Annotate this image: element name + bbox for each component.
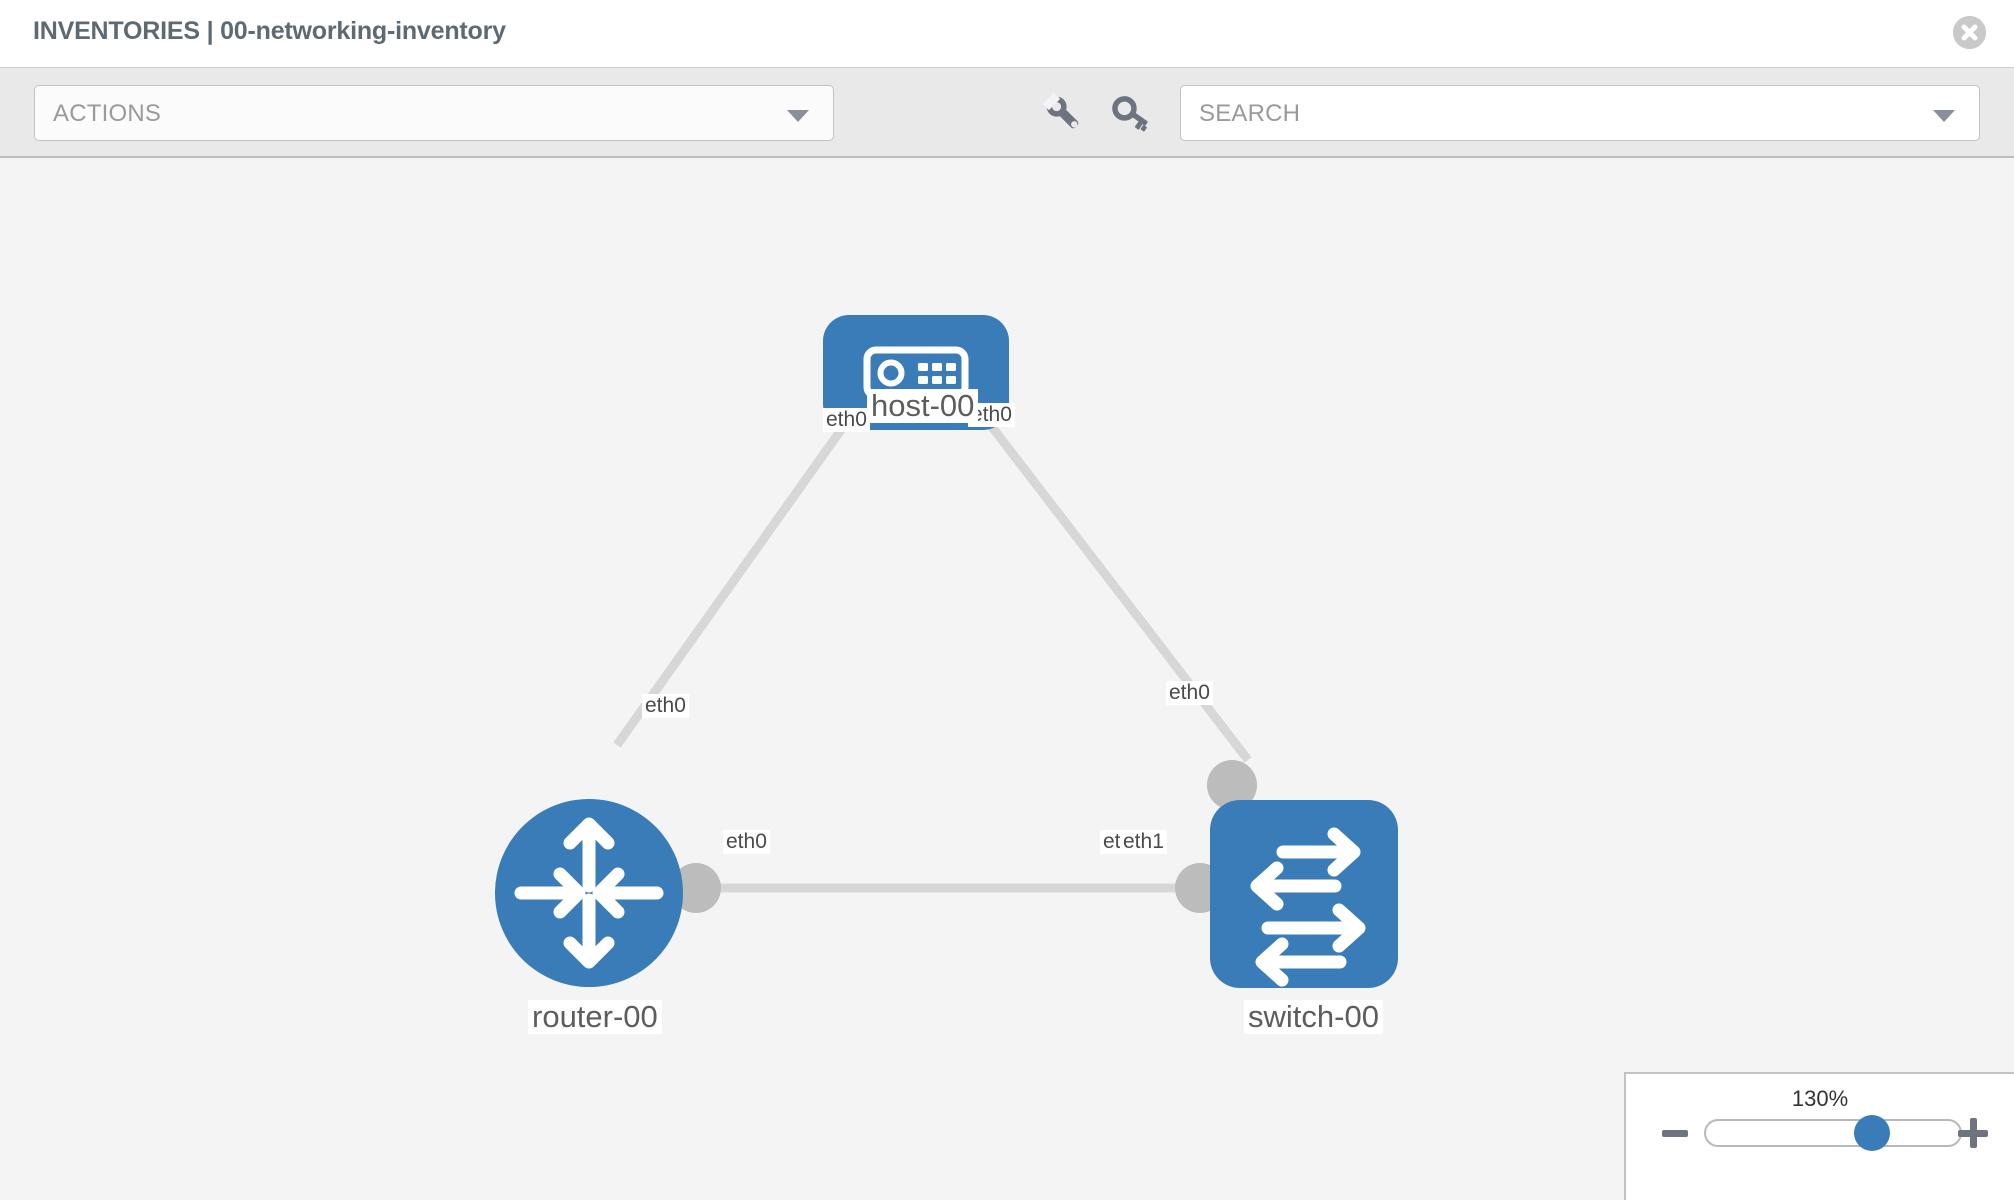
page-header: INVENTORIES | 00-networking-inventory [0,0,2014,68]
iface-label-router-up: eth0 [642,694,689,718]
port-switch-top [1207,760,1257,810]
node-router-00 [495,799,683,987]
zoom-out-button[interactable] [1662,1130,1688,1137]
key-icon[interactable] [1108,90,1154,136]
node-label-host-00: host-00 [867,389,979,423]
actions-dropdown-label: ACTIONS [53,100,162,127]
iface-label-router-right: eth0 [723,830,770,854]
search-input[interactable]: SEARCH [1180,85,1980,141]
zoom-slider-thumb[interactable] [1854,1115,1890,1151]
zoom-control-panel: 130% [1624,1072,2014,1200]
chevron-down-icon [1933,110,1955,122]
page-title: INVENTORIES | 00-networking-inventory [33,17,506,45]
iface-label-host-left: eth0 [823,408,870,432]
node-label-router-00: router-00 [528,1000,662,1034]
zoom-in-button[interactable] [1958,1118,1988,1148]
port-router-right [671,863,721,913]
zoom-percent-label: 130% [1791,1086,1849,1111]
node-label-switch-00: switch-00 [1244,1000,1383,1034]
link-host-router [613,372,884,748]
iface-label-switch-left-b: eth1 [1120,830,1167,854]
close-icon[interactable] [1953,16,1986,49]
iface-label-switch-up: eth0 [1166,681,1213,705]
switch-arrows-icon [1250,827,1366,987]
actions-dropdown[interactable]: ACTIONS [34,85,834,141]
search-placeholder: SEARCH [1199,100,1301,127]
router-arrows-icon [514,817,664,969]
topology-graph [495,315,1398,988]
wrench-icon[interactable] [1040,90,1086,136]
topology-canvas[interactable]: eth0 eth0 host-00 eth0 eth0 eth0 eth eth… [0,160,2014,1200]
zoom-slider[interactable] [1704,1115,1962,1151]
chevron-down-icon [787,110,809,122]
topology-links [613,372,1252,893]
node-switch-00 [1210,800,1398,988]
